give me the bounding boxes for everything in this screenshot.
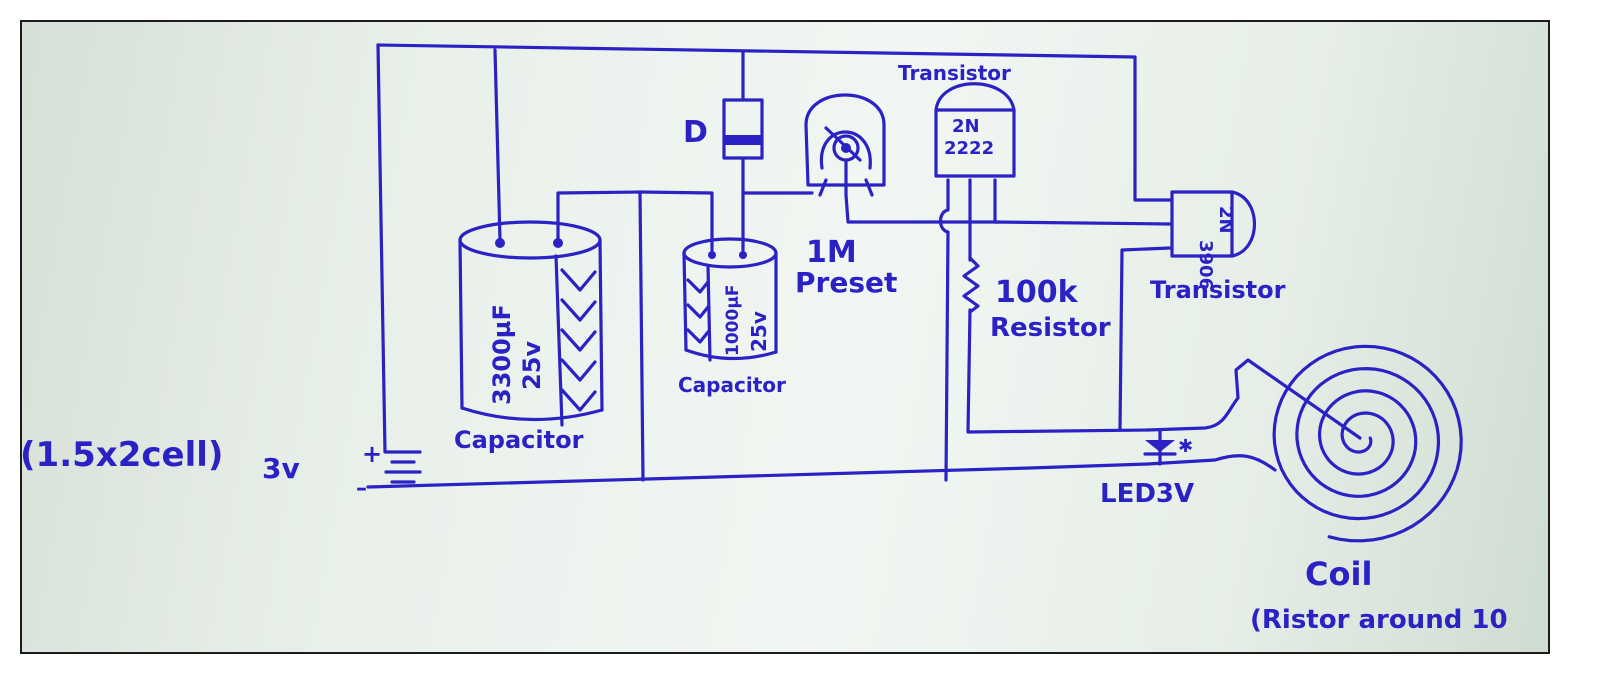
wire-q2-collector (1118, 246, 1172, 432)
resistor-value: 100k (995, 275, 1079, 310)
resistor-100k (962, 256, 980, 314)
wire-top-rail (376, 43, 1172, 202)
wires (366, 43, 1362, 489)
cap-large-voltage: 25v (518, 341, 546, 390)
transistor1-name: Transistor (898, 61, 1011, 85)
cap-small-name: Capacitor (678, 373, 786, 397)
cap-large-name: Capacitor (454, 426, 584, 454)
battery-minus-label: – (356, 476, 367, 501)
preset-name: Preset (795, 266, 897, 299)
wire-cap1-pos (493, 48, 502, 242)
coil-spiral (1272, 344, 1463, 543)
transistor-2n2222: 2N 2222 (934, 82, 1016, 178)
led-symbol: ✱ (1143, 428, 1193, 466)
wire-resistor-down (966, 308, 1150, 434)
transistor2-part-line2: 3906 (1195, 240, 1216, 290)
wire-preset-wiper (844, 193, 1002, 224)
capacitor-1000uf: 1000µF 25v (682, 237, 778, 362)
cap-large-value: 3300µF (488, 304, 516, 405)
preset-value: 1M (806, 235, 857, 270)
battery-voltage-label: 3v (262, 452, 300, 485)
preset-potentiometer (804, 93, 886, 197)
transistor1-part-line1: 2N (952, 116, 980, 137)
wire-bottom-rail (366, 462, 1150, 489)
wire-led-to-coil-outer (1146, 454, 1277, 472)
battery-label: (1.5x2cell) (20, 435, 223, 475)
coil-name: Coil (1305, 555, 1372, 593)
wire-led-to-coil-top (1146, 358, 1362, 440)
diode-symbol (722, 98, 764, 160)
resistor-name: Resistor (990, 313, 1111, 343)
transistor2-part-line1: 2N (1215, 206, 1236, 234)
cap-small-voltage: 25v (747, 311, 771, 352)
led-label: LED3V (1100, 479, 1194, 509)
battery-symbol: + – (356, 440, 422, 501)
capacitor-3300uf: 3300µF 25v (458, 220, 604, 427)
wire-q1-right-to-q2 (993, 178, 1172, 226)
battery-plus-label: + (362, 440, 382, 468)
transistor2-name: Transistor (1150, 276, 1286, 304)
led-light-rays-icon: ✱ (1178, 436, 1193, 457)
paper-sheet (20, 20, 1550, 654)
wire-cap1-neg-loop (556, 190, 645, 482)
transistor-2n3906: 3906 2N (1170, 190, 1256, 290)
wire-battery-positive (376, 43, 387, 454)
wire-q1-left-leg (938, 178, 950, 482)
diode-label: D (683, 115, 708, 150)
transistor1-part-line2: 2222 (944, 138, 994, 159)
wire-cap2-top (638, 190, 714, 252)
cap-small-value: 1000µF (723, 285, 743, 356)
coil-note: (Ristor around 10 (1250, 605, 1508, 635)
